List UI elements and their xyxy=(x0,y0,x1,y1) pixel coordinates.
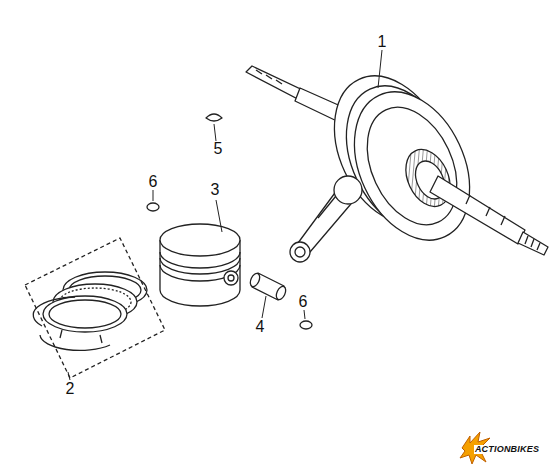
callout-number: 1 xyxy=(378,34,387,50)
watermark-logo: ACTIONBIKES xyxy=(474,445,540,454)
leader-line xyxy=(68,50,382,380)
callout-number: 6 xyxy=(299,294,308,310)
crankshaft xyxy=(246,57,548,262)
callout-number: 6 xyxy=(149,174,158,190)
piston-pin xyxy=(248,272,287,301)
piston-clip xyxy=(300,321,312,329)
callout-number: 5 xyxy=(214,141,223,157)
piston-clip xyxy=(147,203,159,211)
woodruff-key xyxy=(206,114,222,121)
callout-number: 3 xyxy=(211,182,220,198)
callout-number: 2 xyxy=(66,381,75,397)
callout-number: 4 xyxy=(256,319,265,335)
piston xyxy=(160,224,240,306)
group-bracket xyxy=(25,238,165,378)
